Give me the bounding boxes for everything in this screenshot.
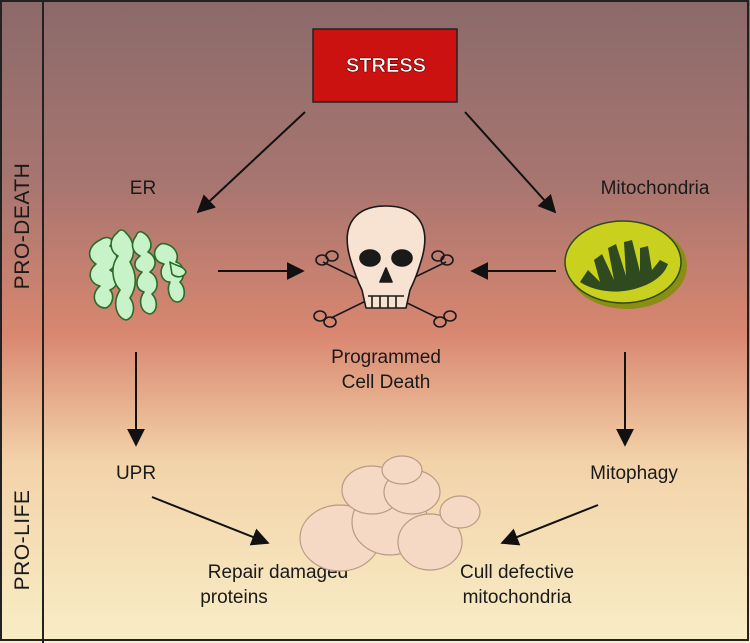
skull-crossbones-icon bbox=[313, 205, 457, 328]
pro-life-label: PRO-LIFE bbox=[11, 490, 34, 591]
arrow-stress-to-mito bbox=[464, 111, 557, 214]
er-label: ER bbox=[130, 178, 156, 199]
mitophagy-label: Mitophagy bbox=[590, 463, 678, 484]
death-label-line1: Programmed bbox=[331, 347, 441, 368]
death-label-line2: Cell Death bbox=[342, 372, 431, 393]
stress-label: STRESS bbox=[346, 55, 426, 77]
dividing-cells-icon bbox=[299, 455, 481, 572]
arrows bbox=[127, 111, 634, 546]
repair-label-line2: proteins bbox=[200, 587, 268, 608]
mitochondria-label: Mitochondria bbox=[601, 178, 710, 199]
er-icon bbox=[88, 229, 187, 321]
arrow-upr-to-repair bbox=[151, 496, 270, 546]
repair-label-line1: Repair damaged bbox=[208, 562, 348, 583]
arrow-stress-to-er bbox=[196, 111, 306, 214]
stress-box: STRESS bbox=[312, 28, 458, 103]
mitochondrion-icon bbox=[564, 220, 687, 309]
upr-label: UPR bbox=[116, 463, 156, 484]
pro-death-label: PRO-DEATH bbox=[11, 163, 34, 290]
cull-label-line1: Cull defective bbox=[460, 562, 574, 583]
cull-label-line2: mitochondria bbox=[463, 587, 572, 608]
arrow-mitophagy-to-cull bbox=[500, 504, 599, 546]
